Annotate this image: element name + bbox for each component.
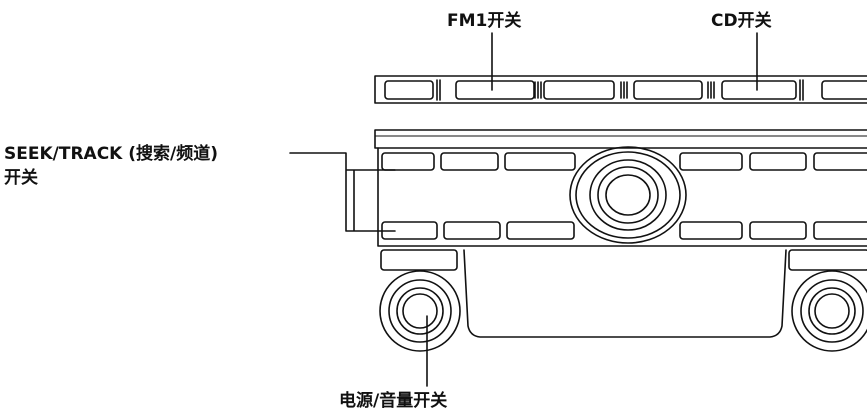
seek-track-switch-label: SEEK/TRACK (搜索/频道) [4,144,219,164]
lower-button-3[interactable] [506,221,575,240]
display-screen [463,249,787,338]
right-knob[interactable] [791,270,867,352]
cd-button[interactable] [721,80,797,100]
lower-button-5[interactable] [749,221,807,240]
small-button-right[interactable] [788,249,867,271]
lower-section [379,249,867,352]
preset-button-strip [374,75,867,104]
leader-lines [289,32,758,387]
upper-button-1[interactable] [381,152,435,171]
upper-button-6[interactable] [813,152,867,171]
preset-button-6[interactable] [821,80,867,100]
preset-button-3[interactable] [543,80,615,100]
lower-button-2[interactable] [443,221,501,240]
upper-button-3[interactable] [504,152,576,171]
cd-switch-label: CD开关 [711,11,772,31]
upper-button-4[interactable] [679,152,743,171]
fm1-button[interactable] [455,80,535,100]
main-panel [374,129,867,247]
center-tuning-knob[interactable] [569,146,687,244]
preset-button-4[interactable] [633,80,703,100]
power-volume-switch-label: 电源/音量开关 [339,391,448,411]
lower-button-4[interactable] [679,221,743,240]
power-volume-knob[interactable] [379,270,461,352]
upper-button-5[interactable] [749,152,807,171]
fm1-switch-label: FM1开关 [447,11,522,31]
seek-track-switch-label-line2: 开关 [4,168,38,188]
small-button-left[interactable] [380,249,458,271]
lower-button-6[interactable] [813,221,867,240]
seek-track-leader-line [289,152,396,232]
upper-button-2[interactable] [440,152,499,171]
preset-button-1[interactable] [384,80,434,100]
